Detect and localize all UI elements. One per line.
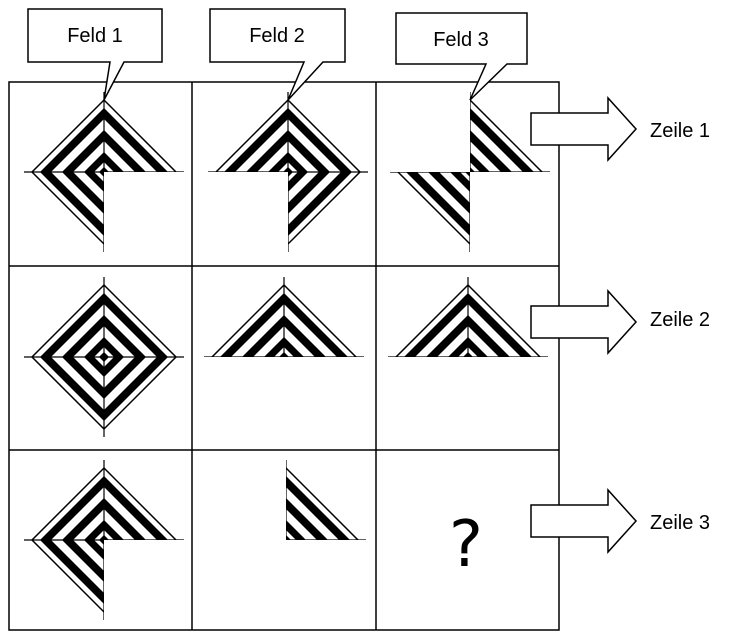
row-label: Zeile 2 bbox=[650, 309, 710, 331]
callout-feld-3: Feld 3 bbox=[395, 12, 528, 101]
arrow-right-icon bbox=[530, 488, 638, 554]
figure-r3-c1 bbox=[24, 460, 184, 620]
figure-r3-c2 bbox=[286, 460, 366, 540]
figure-r1-c3 bbox=[390, 92, 550, 252]
figure-r1-c1 bbox=[24, 92, 184, 252]
question-mark: ? bbox=[449, 508, 483, 582]
callout-label: Feld 2 bbox=[249, 25, 305, 47]
figure-r2-c3 bbox=[388, 277, 548, 357]
callout-label: Feld 3 bbox=[433, 29, 489, 51]
row-label: Zeile 1 bbox=[650, 120, 710, 142]
arrow-right-icon bbox=[530, 289, 638, 355]
callout-label: Feld 1 bbox=[67, 25, 123, 47]
row-label: Zeile 3 bbox=[650, 512, 710, 534]
arrow-right-icon bbox=[530, 96, 638, 162]
callout-feld-1: Feld 1 bbox=[27, 8, 163, 101]
callout-feld-2: Feld 2 bbox=[209, 8, 346, 101]
grid-border bbox=[8, 81, 560, 631]
row-arrow-zeile-3: Zeile 3 bbox=[530, 488, 710, 554]
figure-r2-c2 bbox=[204, 277, 364, 357]
figure-r1-c2 bbox=[208, 92, 368, 252]
puzzle-grid bbox=[8, 81, 560, 631]
row-arrow-zeile-2: Zeile 2 bbox=[530, 289, 710, 355]
missing-cell: ? bbox=[449, 508, 483, 582]
figure-r2-c1 bbox=[24, 277, 184, 437]
row-arrow-zeile-1: Zeile 1 bbox=[530, 96, 710, 162]
